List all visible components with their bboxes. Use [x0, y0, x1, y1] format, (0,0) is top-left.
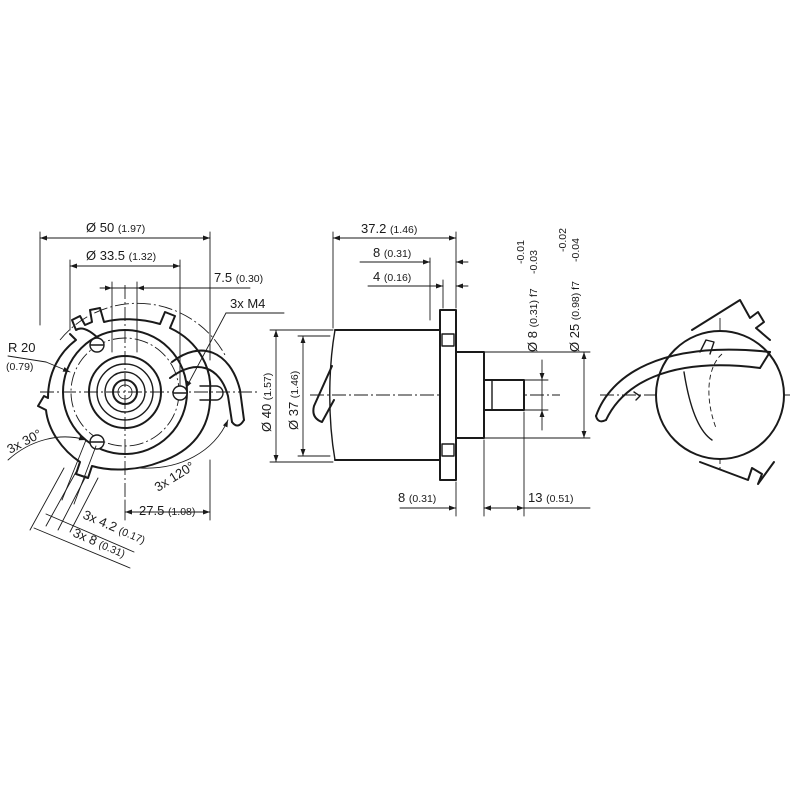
cable-outer-edge	[171, 349, 245, 421]
label-shaft-8-tol-upper: -0.01	[515, 240, 527, 264]
screw-head-right	[172, 385, 188, 401]
cable-inner-edge	[169, 366, 233, 423]
rear-top-ear	[691, 299, 771, 341]
label-radius-20-inch: (0.79)	[6, 361, 33, 373]
rear-cable-clip	[699, 339, 715, 355]
label-offset-7-5: 7.5 (0.30)	[214, 270, 263, 285]
fixing-slot	[199, 385, 224, 401]
hub-middle-ring	[96, 363, 154, 421]
label-radius-20: R 20	[8, 340, 35, 355]
label-angle-30: 3x 30°	[4, 426, 44, 457]
thread-m4-leader	[185, 312, 227, 389]
rear-hidden-arc	[708, 353, 723, 429]
shaft-bore	[117, 384, 133, 400]
rear-cable-outer-edge	[595, 348, 771, 417]
rear-cable-inner-edge	[605, 364, 761, 421]
slot-extension-2	[45, 471, 77, 527]
angle-30-arc	[7, 435, 87, 461]
side-cable-exit	[312, 365, 335, 423]
radius-20-underline	[7, 355, 47, 363]
slot-extension-3	[57, 475, 87, 531]
label-dist-27-5: 27.5 (1.08)	[139, 503, 195, 518]
slot-4-2-dimension-line	[45, 513, 135, 553]
rear-inner-arc	[683, 371, 713, 441]
label-len-8: 8 (0.31)	[373, 245, 411, 260]
label-bottom-13: 13 (0.51)	[528, 490, 574, 505]
label-dia-33-5: Ø 33.5 (1.32)	[86, 248, 156, 263]
rear-bottom-ear	[699, 461, 775, 485]
side-body-rear-curve	[329, 329, 336, 461]
label-shaft-8-tol-lower: -0.03	[528, 250, 540, 274]
label-pilot-25-tol-lower: -0.04	[570, 238, 582, 262]
rear-housing-circle	[655, 330, 785, 460]
label-bottom-8: 8 (0.31)	[398, 490, 436, 505]
side-shaft	[483, 379, 525, 411]
label-angle-120: 3x 120°	[152, 458, 197, 494]
radius-reference-arc	[59, 302, 226, 356]
label-thread-m4: 3x M4	[230, 296, 265, 311]
label-len-37-2: 37.2 (1.46)	[361, 221, 417, 236]
rear-marker	[633, 391, 641, 401]
slot-extension-1	[29, 467, 65, 531]
label-pilot-25-tol-upper: -0.02	[557, 228, 569, 252]
screw-head-bottom	[89, 434, 105, 450]
side-flange-hole-top	[441, 333, 455, 347]
label-pilot-25: Ø 25 (0.98) f7	[567, 281, 582, 352]
label-dia-37: Ø 37 (1.46)	[286, 371, 301, 430]
screw-head-top	[89, 337, 105, 353]
label-dia-40: Ø 40 (1.57)	[259, 373, 274, 432]
rear-cable-end	[595, 415, 607, 423]
label-len-4: 4 (0.16)	[373, 269, 411, 284]
hub-outer-ring	[88, 355, 162, 429]
rear-cable-entry	[759, 351, 771, 369]
label-shaft-8: Ø 8 (0.31) f7	[525, 288, 540, 352]
front-view: Ø 50 (1.97) Ø 33.5 (1.32) 7.5 (0.30) 3x …	[4, 220, 285, 569]
cable-end	[231, 419, 245, 427]
shaft-circle	[112, 379, 138, 405]
slot-8-dimension-line	[33, 527, 131, 569]
side-view: 37.2 (1.46) 8 (0.31) 4 (0.16) Ø 40 (1.57…	[259, 221, 591, 517]
side-flange-hole-bottom	[441, 443, 455, 457]
front-flange-outline	[37, 307, 212, 479]
radius-20-leader	[45, 361, 71, 373]
side-pilot	[455, 351, 485, 439]
slot-extension-4	[69, 477, 99, 533]
angle-30-ray-2	[73, 445, 97, 505]
rear-view	[595, 299, 790, 485]
hub-inner-ring	[104, 371, 146, 413]
label-dia-50: Ø 50 (1.97)	[86, 220, 145, 235]
angle-120-arc	[139, 419, 229, 469]
